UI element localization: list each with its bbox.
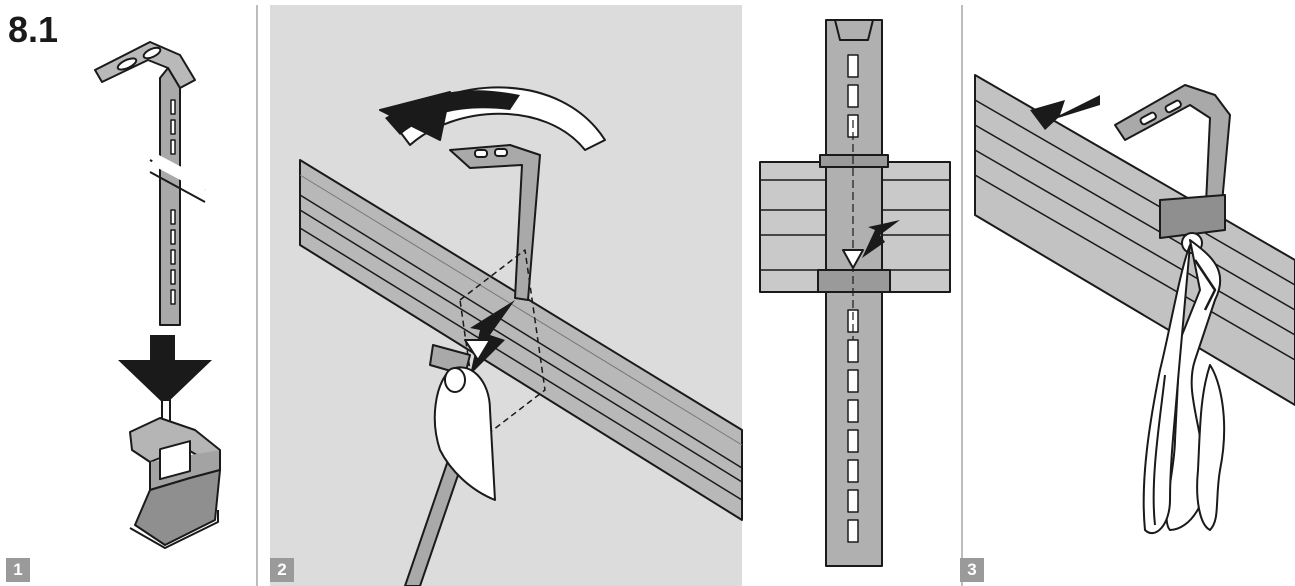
panel-1-illustration bbox=[94, 41, 221, 549]
section-number: 8.1 bbox=[8, 9, 58, 50]
step-badge-1: 1 bbox=[6, 558, 30, 582]
step-badge-3: 3 bbox=[960, 558, 984, 582]
panel-3-illustration bbox=[974, 74, 1295, 535]
panel-2-illustration bbox=[299, 86, 743, 586]
panel-center-illustration bbox=[759, 19, 951, 567]
step-badge-2: 2 bbox=[270, 558, 294, 582]
